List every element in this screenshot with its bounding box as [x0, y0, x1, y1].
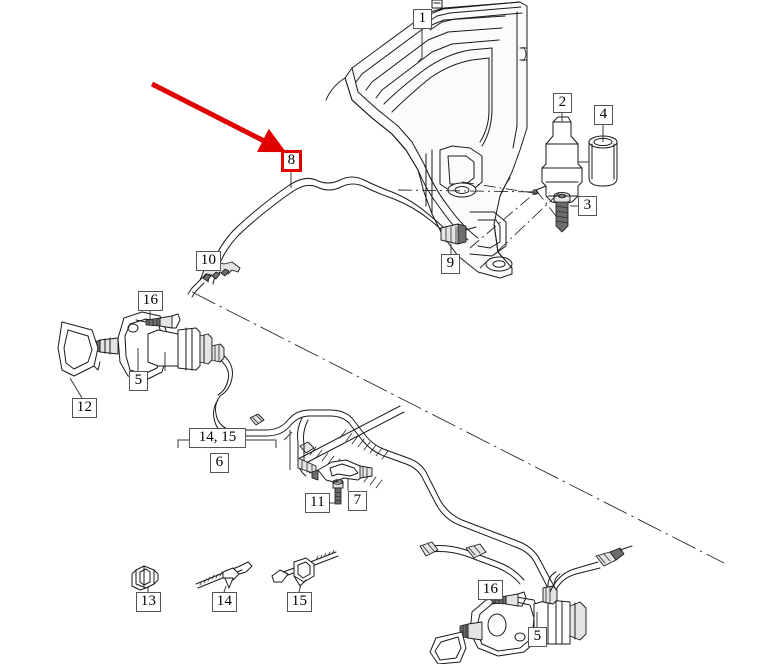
leader-15 [298, 583, 302, 593]
callout-11-mounting-bolt[interactable]: 11 [305, 493, 330, 513]
callout-12-reservoir-gasket[interactable]: 12 [72, 398, 97, 418]
callout-6-hose-line-assembly[interactable]: 6 [210, 453, 229, 473]
callout-13-retaining-clip[interactable]: 13 [136, 592, 161, 612]
leader-6-tail [283, 431, 293, 441]
callout-9-hose-connector[interactable]: 9 [441, 254, 460, 274]
callout-5-master-cylinder[interactable]: 5 [129, 371, 148, 391]
callout-16-bolt-lower[interactable]: 16 [478, 580, 503, 600]
cable-tie-14-drawing [195, 561, 253, 589]
slave-cylinder-drawing [429, 571, 587, 664]
bolt-16-upper-drawing [135, 313, 181, 329]
callout-3-screw[interactable]: 3 [578, 196, 597, 216]
leader-1 [417, 30, 423, 63]
hose-line-assembly-6-drawing [213, 395, 557, 593]
callout-7-line-bracket[interactable]: 7 [348, 491, 367, 511]
callout-1-fluid-reservoir[interactable]: 1 [413, 9, 432, 29]
lower-right-hose-end [549, 545, 633, 593]
callout-4-sealing-grommet[interactable]: 4 [594, 105, 613, 125]
callout-5-slave-cylinder[interactable]: 5 [528, 627, 547, 647]
supply-hose-8-drawing [207, 176, 449, 285]
callout-15-cable-tie-bracket[interactable]: 15 [287, 592, 312, 612]
assembly-centerline-main [191, 291, 725, 564]
master-cylinder-drawing [57, 311, 233, 397]
sealing-grommet-drawing [588, 135, 618, 187]
callout-14-cable-tie[interactable]: 14 [212, 592, 237, 612]
fluid-reservoir-drawing [325, 0, 528, 279]
line-bracket-7-drawing [311, 459, 373, 505]
connector-9-drawing [440, 223, 477, 245]
callout-2-washer-pump[interactable]: 2 [553, 93, 572, 113]
upper-mid-hose-branch [419, 541, 525, 585]
callout-16-bolt-upper[interactable]: 16 [138, 291, 163, 311]
callout-14-15-retaining-clips[interactable]: 14, 15 [189, 428, 246, 448]
screw-3-drawing [553, 191, 571, 233]
callout-8-fluid-supply-hose[interactable]: 8 [281, 150, 302, 172]
leader-12 [69, 377, 83, 399]
callout-10-quick-connector[interactable]: 10 [196, 251, 221, 271]
cable-tie-bracket-15-drawing [271, 549, 339, 587]
retaining-clip-13-drawing [131, 565, 159, 591]
leader-14 [223, 585, 227, 593]
assembly-centerlines-upper [397, 181, 561, 269]
